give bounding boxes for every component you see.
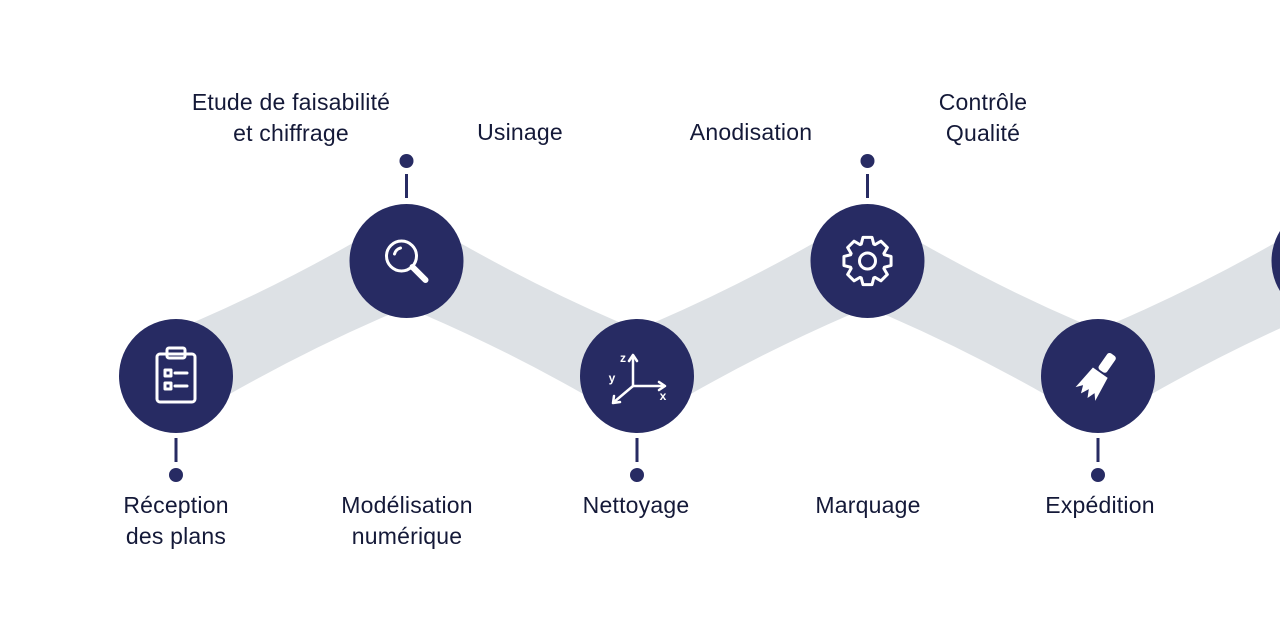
axis-letter: y	[609, 371, 616, 385]
step-label-modelisation: Modélisation numérique	[341, 492, 473, 549]
gear-icon	[842, 235, 893, 287]
nodes: zy x	[119, 204, 1280, 433]
step-label-reception: Réception des plans	[123, 492, 229, 549]
axis-letter: z	[620, 351, 626, 365]
step-circle	[810, 204, 925, 318]
connectors	[194, 243, 1280, 394]
connector	[1116, 243, 1280, 394]
step-label-nettoyage: Nettoyage	[582, 492, 690, 518]
stem-dot	[860, 154, 875, 168]
clipboard-icon	[155, 346, 197, 404]
step-node: zy x	[580, 319, 694, 433]
step-label-controle: Contrôle Qualité	[938, 89, 1028, 146]
step-node	[119, 319, 233, 433]
stem-dot	[169, 468, 183, 482]
step-label-usinage: Usinage	[477, 119, 563, 145]
stem-dot	[630, 468, 644, 482]
step-label-expedition: Expédition	[1045, 492, 1155, 518]
stem-dot	[1091, 468, 1105, 482]
step-circle	[119, 319, 233, 433]
stems	[169, 154, 1105, 482]
step-circle	[580, 319, 694, 433]
step-node	[1041, 319, 1155, 433]
step-node	[349, 204, 464, 318]
step-label-anodisation: Anodisation	[689, 119, 813, 145]
connector	[655, 243, 850, 394]
magnifier-icon	[385, 239, 429, 283]
connector	[424, 243, 619, 394]
step-node	[1271, 231, 1280, 291]
axes-icon: zy x	[609, 351, 667, 405]
stem-dot	[399, 154, 414, 168]
connector	[194, 243, 389, 394]
step-label-marquage: Marquage	[815, 492, 921, 518]
step-circle	[1271, 231, 1280, 291]
connector	[885, 243, 1080, 394]
step-label-etude: Etude de faisabilité et chiffrage	[191, 89, 391, 146]
step-circle	[349, 204, 464, 318]
brush-icon	[1075, 353, 1116, 401]
step-node	[810, 204, 925, 318]
axis-letter: x	[660, 389, 667, 403]
